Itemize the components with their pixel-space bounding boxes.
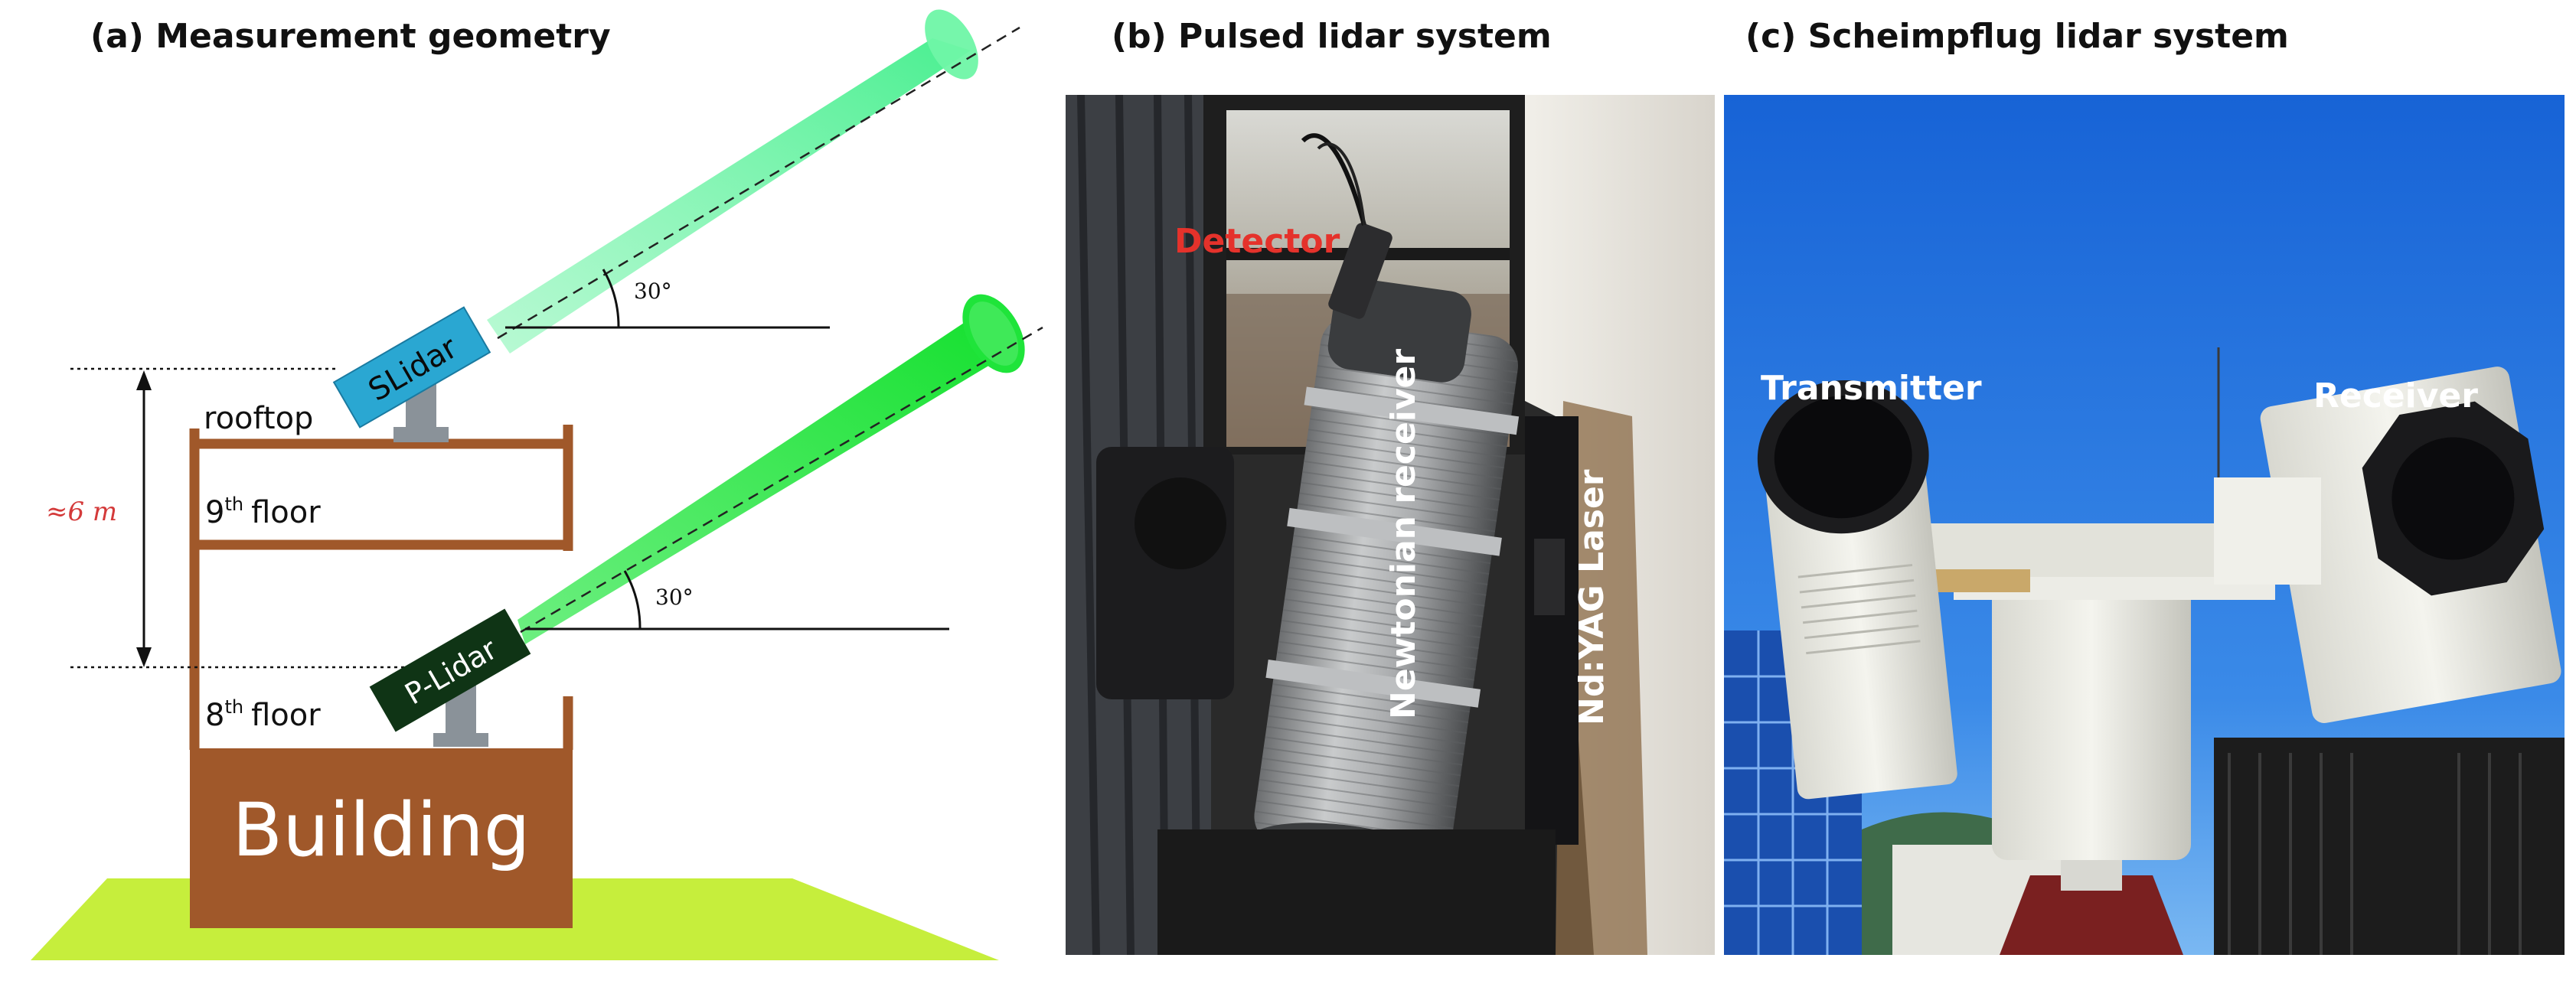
height-arrow	[136, 370, 152, 667]
rooftop-label: rooftop	[204, 401, 313, 436]
panel-c-photo	[1724, 95, 2565, 955]
angle-top-label: 30°	[634, 279, 672, 304]
angle-arc-top	[602, 269, 620, 328]
transmitter-label: Transmitter	[1761, 369, 1982, 408]
panel-a-title: (a) Measurement geometry	[90, 17, 611, 56]
building-frame	[189, 425, 573, 750]
panel-c-title: (c) Scheimpflug lidar system	[1745, 17, 2289, 56]
panel-b-title: (b) Pulsed lidar system	[1112, 17, 1552, 56]
height-label: ≈6 m	[46, 497, 117, 527]
slidar-beam-axis	[497, 26, 1020, 340]
detector-label: Detector	[1174, 222, 1340, 261]
plidar-beam	[517, 294, 1025, 644]
slidar-mount-base	[393, 427, 449, 442]
building-label: Building	[232, 787, 530, 873]
receiver-label: Receiver	[2313, 376, 2478, 415]
building-block	[190, 748, 573, 928]
panel-b-photo	[1066, 95, 1715, 955]
angle-arc-bottom	[623, 570, 642, 630]
plidar-beam-axis	[520, 326, 1043, 634]
angle-bottom-label: 30°	[655, 585, 694, 610]
slidar-beam	[487, 9, 978, 354]
plidar-mount-base	[433, 733, 488, 747]
newtonian-receiver-label: Newtonian receiver	[1384, 348, 1423, 719]
ndyag-laser-label: Nd:YAG Laser	[1572, 469, 1611, 725]
